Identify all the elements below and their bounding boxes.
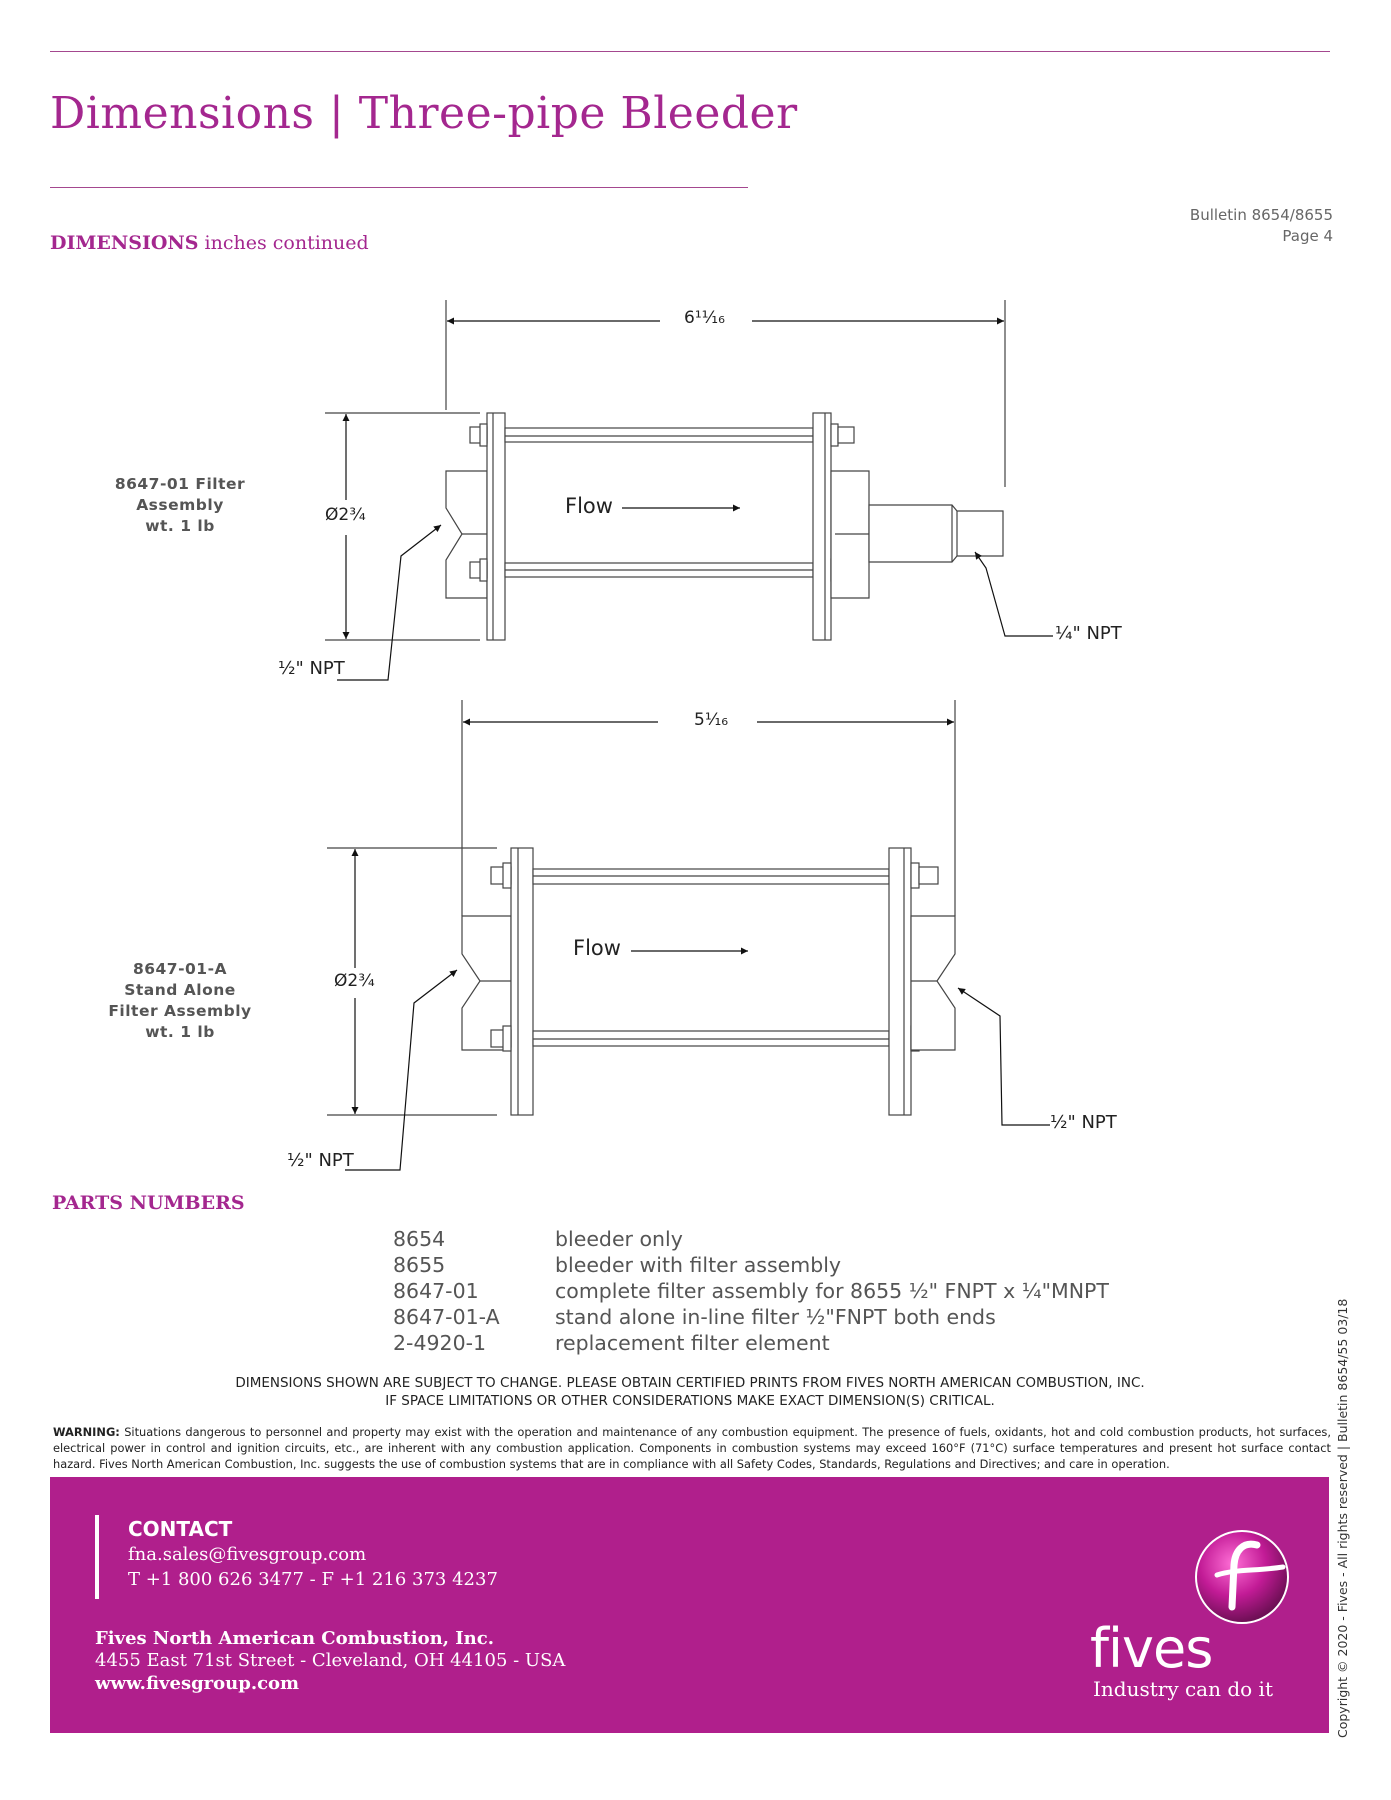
drawing1-length-dimension: 6¹¹⁄₁₆ (684, 308, 725, 328)
part-number: 8654 (393, 1227, 446, 1251)
drawing2-diameter-dimension: Ø2¾ (334, 971, 375, 991)
parts-row: 8647-01-A stand alone in-line filter ½"FN… (393, 1304, 1109, 1330)
copyright-notice: Copyright © 2020 - Fives - All rights re… (1335, 1298, 1350, 1738)
section-heading-rest: inches continued (198, 232, 369, 254)
parts-row: 8654 bleeder only (393, 1226, 1109, 1252)
drawing2-inlet-callout: ½" NPT (287, 1150, 354, 1171)
parts-numbers-heading: PARTS NUMBERS (52, 1192, 245, 1214)
drawing1-flow-label: Flow (565, 494, 613, 518)
drawing1-label-name: 8647-01 Filter Assembly (114, 475, 246, 514)
drawing1-outlet-callout: ¼" NPT (1055, 623, 1122, 644)
contact-divider (95, 1515, 99, 1599)
brand-tagline: Industry can do it (1093, 1677, 1273, 1701)
part-number: 8647-01 (393, 1279, 479, 1303)
contact-heading: CONTACT (128, 1517, 233, 1541)
drawing2-outlet-callout: ½" NPT (1050, 1112, 1117, 1133)
safety-warning: WARNING: Situations dangerous to personn… (53, 1424, 1331, 1472)
parts-row: 8655 bleeder with filter assembly (393, 1252, 1109, 1278)
part-description: replacement filter element (555, 1331, 830, 1355)
part-number: 8655 (393, 1253, 446, 1277)
part-number: 2-4920-1 (393, 1331, 487, 1355)
title-underline (50, 187, 748, 188)
warning-label: WARNING: (53, 1425, 120, 1439)
fives-wordmark: fives (1090, 1617, 1213, 1680)
drawing2-length-dimension: 5¹⁄₁₆ (694, 710, 729, 730)
drawing1-label-weight: wt. 1 lb (145, 517, 215, 535)
drawing2-label-line2: Stand Alone (124, 981, 236, 999)
drawing1 (325, 300, 1053, 681)
disclaimer-line1: DIMENSIONS SHOWN ARE SUBJECT TO CHANGE. … (235, 1375, 1145, 1391)
section-heading-bold: DIMENSIONS (50, 232, 199, 254)
part-description: stand alone in-line filter ½"FNPT both e… (555, 1305, 996, 1329)
drawing2-flow-label: Flow (573, 936, 621, 960)
drawing2 (327, 700, 1050, 1171)
company-address: 4455 East 71st Street - Cleveland, OH 44… (95, 1650, 566, 1671)
section-heading-dimensions: DIMENSIONS inches continued (50, 232, 369, 254)
disclaimer-line2: IF SPACE LIMITATIONS OR OTHER CONSIDERAT… (385, 1393, 995, 1409)
part-description: bleeder with filter assembly (555, 1253, 842, 1277)
warning-text: Situations dangerous to personnel and pr… (53, 1425, 1331, 1471)
bulletin-info: Bulletin 8654/8655 Page 4 (1190, 205, 1333, 247)
page-number: Page 4 (1282, 227, 1333, 245)
parts-table: 8654 bleeder only 8655 bleeder with filter… (393, 1226, 1109, 1356)
company-name: Fives North American Combustion, Inc. (95, 1628, 494, 1649)
part-number: 8647-01-A (393, 1305, 500, 1329)
bulletin-number: Bulletin 8654/8655 (1189, 206, 1333, 224)
page-title: Dimensions | Three-pipe Bleeder (50, 88, 798, 139)
dimensions-disclaimer: DIMENSIONS SHOWN ARE SUBJECT TO CHANGE. … (50, 1374, 1330, 1410)
fives-logo-icon (1195, 1530, 1289, 1624)
drawing2-label-weight: wt. 1 lb (145, 1023, 215, 1041)
drawing1-diameter-dimension: Ø2¾ (325, 505, 366, 525)
footer-banner: CONTACT fna.sales@fivesgroup.com T +1 80… (50, 1477, 1329, 1733)
drawing1-inlet-callout: ½" NPT (278, 658, 345, 679)
contact-email[interactable]: fna.sales@fivesgroup.com (128, 1544, 367, 1565)
drawing2-label: 8647-01-A Stand Alone Filter Assembly wt… (90, 959, 270, 1043)
part-description: bleeder only (555, 1227, 683, 1251)
parts-row: 8647-01 complete filter assembly for 8655… (393, 1278, 1109, 1304)
top-rule (50, 51, 1330, 52)
contact-phone: T +1 800 626 3477 - F +1 216 373 4237 (128, 1569, 498, 1590)
parts-row: 2-4920-1 replacement filter element (393, 1330, 1109, 1356)
company-website-link[interactable]: www.fivesgroup.com (95, 1673, 300, 1694)
part-description: complete filter assembly for 8655 ½" FNP… (555, 1279, 1109, 1303)
drawing1-label: 8647-01 Filter Assembly wt. 1 lb (70, 474, 290, 537)
drawing2-label-line3: Filter Assembly (108, 1002, 252, 1020)
drawing2-label-number: 8647-01-A (132, 960, 228, 978)
